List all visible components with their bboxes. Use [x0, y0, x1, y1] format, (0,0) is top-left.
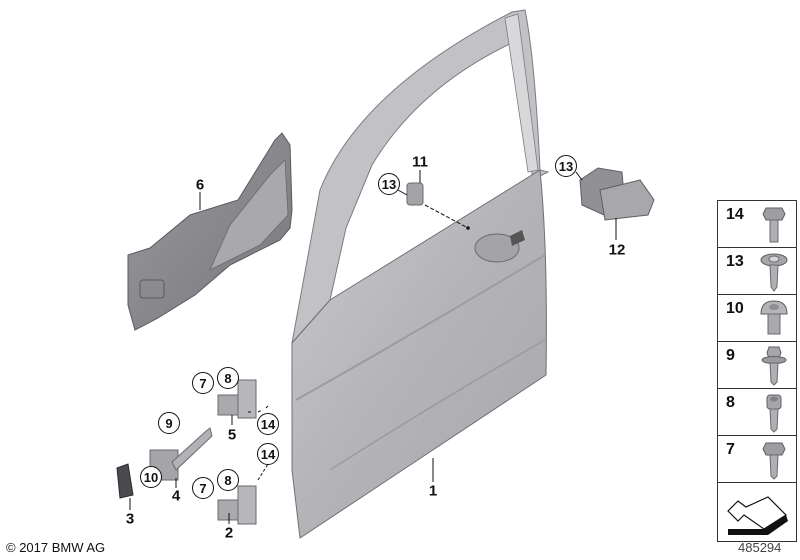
fastener-legend: 14 13 10 9 8 — [717, 200, 797, 542]
door-bumper-part[interactable] — [575, 167, 655, 240]
sound-insulation-panel-part[interactable] — [127, 132, 293, 331]
legend-number: 8 — [726, 394, 735, 411]
washer-head-bolt-icon — [761, 346, 787, 386]
check-strap-cover-part[interactable] — [116, 463, 134, 510]
torx-washer-screw-icon — [760, 253, 788, 292]
legend-number: 7 — [726, 441, 735, 458]
document-number: 485294 — [738, 540, 782, 555]
legend-item-10[interactable]: 10 — [718, 295, 796, 342]
hex-flange-bolt-icon — [762, 207, 786, 243]
callout-6[interactable]: 6 — [195, 176, 205, 194]
circled-callout-8[interactable]: 8 — [217, 469, 239, 491]
socket-head-torx-bolt-icon — [766, 394, 782, 433]
legend-number: 10 — [726, 300, 744, 317]
callout-11[interactable]: 11 — [412, 153, 428, 171]
copyright-notice: © 2017 BMW AG — [6, 540, 106, 555]
legend-number: 9 — [726, 347, 735, 364]
lower-hinge-part[interactable] — [217, 463, 269, 525]
legend-item-7[interactable]: 7 — [718, 436, 796, 483]
door-shell-part[interactable] — [291, 9, 550, 539]
circled-callout-13[interactable]: 13 — [555, 155, 577, 177]
upper-hinge-part[interactable] — [217, 379, 269, 425]
circled-callout-7[interactable]: 7 — [192, 372, 214, 394]
circled-callout-14[interactable]: 14 — [257, 443, 279, 465]
stop-buffer-part[interactable] — [397, 170, 424, 206]
legend-item-13[interactable]: 13 — [718, 248, 796, 295]
callout-2[interactable]: 2 — [224, 524, 234, 542]
circled-callout-10[interactable]: 10 — [140, 466, 162, 488]
circled-callout-8[interactable]: 8 — [217, 367, 239, 389]
front-direction-arrow-icon — [727, 496, 788, 535]
legend-direction-cell — [718, 483, 796, 541]
callout-3[interactable]: 3 — [125, 510, 135, 528]
circled-callout-13[interactable]: 13 — [378, 173, 400, 195]
legend-item-14[interactable]: 14 — [718, 201, 796, 248]
callout-1[interactable]: 1 — [428, 482, 438, 500]
pan-head-torx-bolt-icon — [760, 300, 788, 335]
legend-number: 14 — [726, 206, 744, 223]
circled-callout-14[interactable]: 14 — [257, 413, 279, 435]
callout-5[interactable]: 5 — [227, 426, 237, 444]
callout-12[interactable]: 12 — [608, 241, 626, 259]
circled-callout-7[interactable]: 7 — [192, 477, 214, 499]
hex-head-bolt-icon — [762, 442, 786, 480]
circled-callout-9[interactable]: 9 — [158, 412, 180, 434]
callout-4[interactable]: 4 — [171, 487, 181, 505]
legend-item-9[interactable]: 9 — [718, 342, 796, 389]
legend-item-8[interactable]: 8 — [718, 389, 796, 436]
legend-number: 13 — [726, 253, 744, 270]
